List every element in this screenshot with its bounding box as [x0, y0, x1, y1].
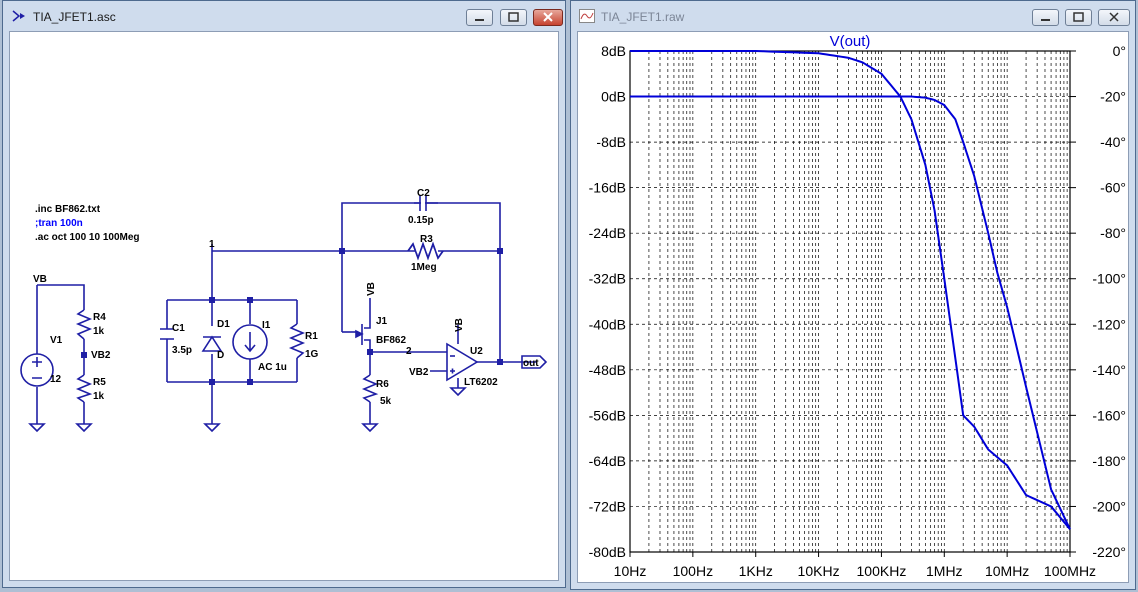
- schematic-canvas[interactable]: .inc BF862.txt ;tran 100n .ac oct 100 10…: [9, 31, 559, 581]
- minimize-button[interactable]: [466, 9, 493, 26]
- r4-value: 1k: [93, 326, 105, 337]
- i1-value: AC 1u: [258, 362, 287, 373]
- y-left-tick-label: -48dB: [589, 362, 626, 378]
- directive-inc[interactable]: .inc BF862.txt: [35, 204, 101, 215]
- y-left-tick-label: -32dB: [589, 271, 626, 287]
- close-button[interactable]: [1098, 9, 1130, 26]
- directive-ac[interactable]: .ac oct 100 10 100Meg: [35, 232, 140, 243]
- c1-name: C1: [172, 323, 185, 334]
- minimize-icon: [1041, 19, 1050, 21]
- schematic-window-title: TIA_JFET1.asc: [33, 10, 116, 24]
- y-left-tick-label: -64dB: [589, 453, 626, 469]
- y-left-tick-label: -8dB: [596, 134, 626, 150]
- minimize-icon: [475, 19, 484, 21]
- r3-value: 1Meg: [411, 262, 437, 273]
- vb-net-label: VB: [33, 274, 47, 285]
- close-button[interactable]: [533, 9, 563, 26]
- y-left-tick-label: -56dB: [589, 407, 626, 423]
- trace-title[interactable]: V(out): [830, 33, 871, 50]
- plot-traces: [630, 50, 1071, 530]
- y-right-tick-label: -140°: [1092, 362, 1126, 378]
- vb2-net-label: VB2: [91, 350, 111, 361]
- r3-name: R3: [420, 234, 433, 245]
- close-icon: [543, 12, 553, 22]
- y-right-tick-label: -220°: [1092, 544, 1126, 560]
- r6-name: R6: [376, 379, 389, 390]
- phase-trace: [630, 50, 1071, 530]
- y-left-tick-label: -40dB: [589, 316, 626, 332]
- node1-label: 1: [209, 239, 215, 250]
- y-left-tick-label: 8dB: [601, 43, 626, 59]
- x-tick-label: 100KHz: [857, 563, 907, 579]
- c2-value: 0.15p: [408, 215, 434, 226]
- j1-name: J1: [376, 316, 388, 327]
- waveform-icon: [579, 9, 595, 23]
- d1-name: D1: [217, 319, 230, 330]
- magnitude-trace: [630, 95, 1071, 530]
- x-tick-label: 10MHz: [985, 563, 1029, 579]
- ltspice-schematic-icon: [12, 10, 25, 22]
- schematic-titlebar[interactable]: TIA_JFET1.asc: [3, 1, 565, 31]
- y-right-tick-label: -120°: [1092, 316, 1126, 332]
- y-right-tick-label: -200°: [1092, 498, 1126, 514]
- r1-name: R1: [305, 331, 318, 342]
- j1-value: BF862: [376, 335, 406, 346]
- maximize-button[interactable]: [1065, 9, 1092, 26]
- i1-name: I1: [262, 320, 271, 331]
- plot-window[interactable]: TIA_JFET1.raw 10Hz 100Hz 1KHz 10KHz 100KHz 1M…: [570, 0, 1136, 590]
- maximize-icon: [1073, 12, 1084, 22]
- minimize-button[interactable]: [1032, 9, 1059, 26]
- x-tick-label: 100MHz: [1044, 563, 1096, 579]
- out-label: out: [523, 358, 539, 369]
- y-left-tick-label: -72dB: [589, 498, 626, 514]
- y-right-tick-label: -160°: [1092, 407, 1126, 423]
- r5-name: R5: [93, 377, 106, 388]
- y-left-tick-label: 0dB: [601, 89, 626, 105]
- directive-tran-comment[interactable]: ;tran 100n: [35, 218, 83, 229]
- u2-name: U2: [470, 346, 483, 357]
- y-left-tick-label: -80dB: [589, 544, 626, 560]
- maximize-button[interactable]: [500, 9, 527, 26]
- x-tick-label: 1MHz: [926, 563, 963, 579]
- y-right-tick-label: 0°: [1113, 43, 1126, 59]
- r6-value: 5k: [380, 396, 392, 407]
- u2-vb2-label: VB2: [409, 367, 429, 378]
- v1-name: V1: [50, 335, 63, 346]
- y-left-tick-label: -16dB: [589, 180, 626, 196]
- d1-value: D: [217, 350, 224, 361]
- r4-name: R4: [93, 312, 106, 323]
- x-tick-label: 10Hz: [614, 563, 647, 579]
- v1-value: 12: [50, 374, 62, 385]
- x-tick-label: 10KHz: [798, 563, 840, 579]
- r1-value: 1G: [305, 349, 319, 360]
- y-right-tick-label: -100°: [1092, 271, 1126, 287]
- node2-label: 2: [406, 346, 412, 357]
- r5-value: 1k: [93, 391, 105, 402]
- y-right-tick-label: -80°: [1100, 225, 1126, 241]
- maximize-icon: [508, 12, 519, 22]
- schematic-window[interactable]: TIA_JFET1.asc: [2, 0, 566, 588]
- x-tick-label: 100Hz: [673, 563, 713, 579]
- bode-plot[interactable]: 10Hz 100Hz 1KHz 10KHz 100KHz 1MHz 10MHz 100MHz 8…: [578, 32, 1130, 584]
- x-tick-label: 1KHz: [739, 563, 773, 579]
- y-right-tick-label: -40°: [1100, 134, 1126, 150]
- close-icon: [1109, 12, 1119, 22]
- c1-value: 3.5p: [172, 345, 192, 356]
- y-left-tick-label: -24dB: [589, 225, 626, 241]
- plot-window-title: TIA_JFET1.raw: [601, 10, 685, 24]
- u2-value: LT6202: [464, 377, 498, 388]
- y-right-tick-label: -60°: [1100, 180, 1126, 196]
- y-right-tick-label: -20°: [1100, 89, 1126, 105]
- plot-frame: [629, 50, 1071, 553]
- schematic-drawing[interactable]: .inc BF862.txt ;tran 100n .ac oct 100 10…: [10, 32, 560, 582]
- c2-name: C2: [417, 188, 430, 199]
- j1-vb-label: VB: [366, 282, 377, 296]
- plot-titlebar[interactable]: TIA_JFET1.raw: [571, 1, 1135, 31]
- plot-ticks: 10Hz 100Hz 1KHz 10KHz 100KHz 1MHz 10MHz 100MHz 8…: [589, 43, 1126, 579]
- plot-grid: [630, 51, 1070, 552]
- u2-vb-label: VB: [454, 318, 465, 332]
- y-right-tick-label: -180°: [1092, 453, 1126, 469]
- plot-pane[interactable]: 10Hz 100Hz 1KHz 10KHz 100KHz 1MHz 10MHz 100MHz 8…: [577, 31, 1129, 583]
